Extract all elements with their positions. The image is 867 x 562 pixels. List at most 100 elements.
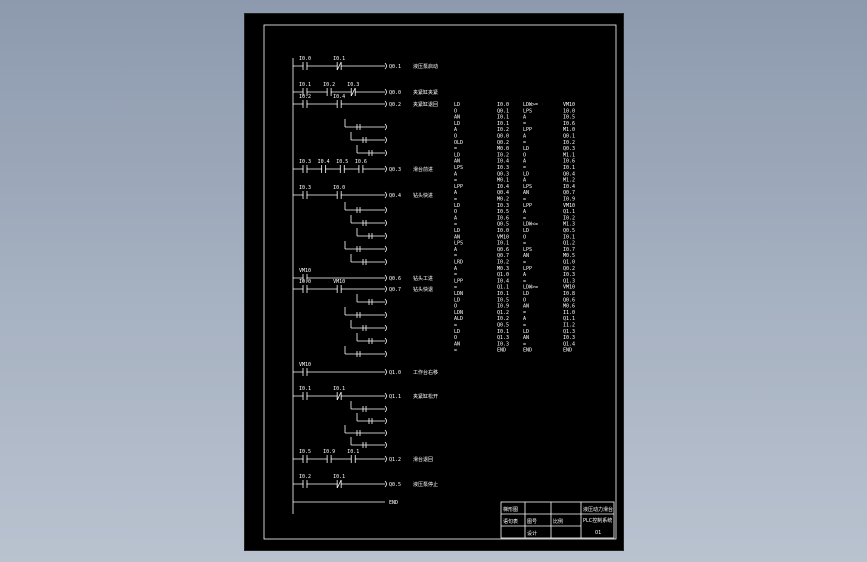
contact-label: I0.0 xyxy=(333,185,345,191)
stl-col4-item: Q1.2 xyxy=(563,241,575,247)
title-block-subtitle: PLC控制系统 xyxy=(583,517,612,524)
contact-label: I0.2 xyxy=(299,94,311,100)
coil-left xyxy=(384,274,387,282)
stl-col3-item: = xyxy=(523,260,526,266)
stl-col1-item: O xyxy=(454,335,457,341)
stl-col3-item: A xyxy=(523,209,526,215)
title-block-drawn: 设计 xyxy=(527,530,537,537)
stl-col2-item: Q0.2 xyxy=(497,140,509,146)
stl-col4-item: I0.2 xyxy=(563,140,575,146)
stl-col3-item: = xyxy=(523,140,526,146)
stl-col4-item: M1.2 xyxy=(563,178,575,184)
stl-col1-item: LRD xyxy=(454,260,463,266)
branch-coil xyxy=(384,429,387,437)
coil-label: Q0.2 xyxy=(389,102,401,108)
rung-comment: 夹紧缸松开 xyxy=(413,393,438,400)
stl-col4-item: Q1.1 xyxy=(563,209,575,215)
stl-col4-item: Q0.5 xyxy=(563,228,575,234)
rung-comment: 夹紧缸退回 xyxy=(413,101,438,108)
contact-gap xyxy=(303,91,307,93)
contact-label: I0.4 xyxy=(318,159,330,165)
contact-label: I0.1 xyxy=(333,474,345,480)
stl-col3-item: LPP xyxy=(523,266,532,272)
stl-col2-item: Q0.6 xyxy=(497,247,509,253)
stl-col4-item: VM10 xyxy=(563,102,575,108)
coil-left xyxy=(384,100,387,108)
stl-col2-item: Q1.2 xyxy=(497,310,509,316)
stl-col3-item: LD xyxy=(523,228,529,234)
stl-col2-item: M0.2 xyxy=(497,197,509,203)
stl-col3-item: LPP xyxy=(523,203,532,209)
branch-coil xyxy=(384,123,387,131)
stl-col2-item: I0.1 xyxy=(497,115,509,121)
stl-col4-item: I1.2 xyxy=(563,323,575,329)
stl-col3-item: A xyxy=(523,272,526,278)
stl-col2-item: I0.4 xyxy=(497,184,509,190)
stl-col2-item: I0.1 xyxy=(497,329,509,335)
stl-col3-item: A xyxy=(523,115,526,121)
contact-gap xyxy=(337,103,341,105)
stl-col4-item: I0.3 xyxy=(563,272,575,278)
stl-col1-item: AN xyxy=(454,341,460,347)
stl-col2-item: I0.6 xyxy=(497,215,509,221)
contact-label: I0.2 xyxy=(323,82,335,88)
coil-left xyxy=(384,191,387,199)
contact-label: I0.0 xyxy=(299,279,311,285)
stl-col4-item: END xyxy=(563,348,572,354)
stl-col1-item: O xyxy=(454,209,457,215)
stl-col4-item: Q0.6 xyxy=(563,297,575,303)
stl-col2-item: I0.3 xyxy=(497,203,509,209)
stl-col2-item: I0.3 xyxy=(497,341,509,347)
contact-gap xyxy=(303,194,307,196)
stl-col2-item: Q0.3 xyxy=(497,171,509,177)
title-block-sheet: 图号 xyxy=(527,519,537,525)
stl-col1-item: A xyxy=(454,127,457,133)
stl-col4-item: Q0.7 xyxy=(563,190,575,196)
stl-col1-item: O xyxy=(454,108,457,114)
stl-col4-item: I0.4 xyxy=(563,184,575,190)
stl-col4-item: VM10 xyxy=(563,203,575,209)
branch-coil xyxy=(384,337,387,345)
stl-col3-item: LDW<= xyxy=(523,222,538,228)
stl-col1-item: LD xyxy=(454,102,460,108)
coil-label: Q0.4 xyxy=(389,193,401,199)
contact-label: I0.1 xyxy=(333,386,345,392)
title-block-number: 01 xyxy=(595,530,601,536)
stl-col1-item: = xyxy=(454,272,457,278)
contact-label: VM10 xyxy=(333,279,345,285)
stl-col2-item: I0.4 xyxy=(497,159,509,165)
stl-col3-item: AN xyxy=(523,304,529,310)
stl-col2-item: Q0.5 xyxy=(497,323,509,329)
coil-label: Q0.0 xyxy=(389,90,401,96)
ladder-branches xyxy=(344,119,387,449)
coil-left xyxy=(384,392,387,400)
contact-gap xyxy=(351,458,355,460)
rung-comment: 液压泵停止 xyxy=(413,481,438,488)
rung-comment: 钻头快进 xyxy=(413,192,433,199)
stl-col4-item: I0.1 xyxy=(563,165,575,171)
branch-coil xyxy=(384,441,387,449)
coil-label: Q0.3 xyxy=(389,167,401,173)
stl-col1-item: LPS xyxy=(454,241,463,247)
stl-col1-item: = xyxy=(454,222,457,228)
stl-col2-item: END xyxy=(497,348,506,354)
coil-label: Q1.1 xyxy=(389,394,401,400)
stl-col4-item: Q1.1 xyxy=(563,316,575,322)
stl-col3-item: LD xyxy=(523,146,529,152)
coil-left xyxy=(384,62,387,70)
stl-col1-item: O xyxy=(454,134,457,140)
stl-col1-item: = xyxy=(454,197,457,203)
branch-coil xyxy=(384,149,387,157)
stl-col1-item: OLD xyxy=(454,140,463,146)
stl-col2-item: Q1.1 xyxy=(497,285,509,291)
contact-label: VM10 xyxy=(299,362,311,368)
stl-col2-item: Q0.0 xyxy=(497,134,509,140)
contact-gap xyxy=(303,168,307,170)
stl-col1-item: A xyxy=(454,247,457,253)
stl-col1-item: LD xyxy=(454,297,460,303)
contact-nc-slash xyxy=(350,87,356,97)
stl-col3-item: = xyxy=(523,121,526,127)
